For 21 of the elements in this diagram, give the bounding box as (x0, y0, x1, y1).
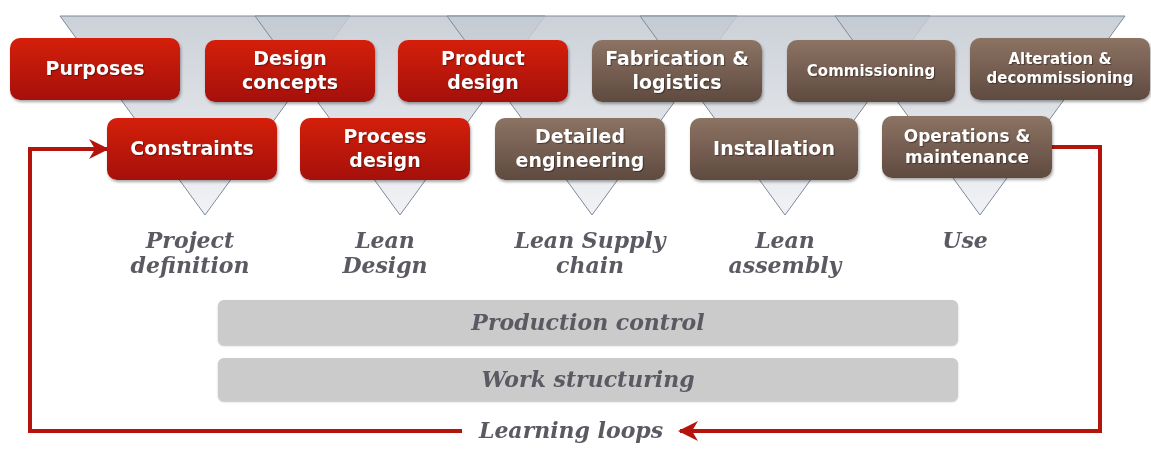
stage-box: Purposes (10, 38, 180, 100)
phase-label: Project definition (129, 228, 251, 279)
loop-label: Learning loops (462, 412, 680, 450)
stage-box: Operations & maintenance (882, 116, 1052, 178)
stage-box: Installation (690, 118, 858, 180)
foundation-band: Work structuring (218, 358, 958, 401)
loop-arrow (28, 139, 462, 433)
phase-label: Lean assembly (727, 228, 844, 279)
stage-box: Detailed engineering (495, 118, 665, 180)
stage-box: Constraints (107, 118, 277, 180)
phase-label: Lean Design (341, 228, 429, 279)
foundation-band: Production control (218, 300, 958, 345)
stage-box: Process design (300, 118, 470, 180)
phase-label: Lean Supply chain (513, 228, 668, 279)
phase-label: Use (941, 228, 989, 254)
stage-box: Fabrication & logistics (592, 40, 762, 102)
stage-box: Design concepts (205, 40, 375, 102)
stage-box: Alteration & decommissioning (970, 38, 1150, 100)
stage-box: Commissioning (787, 40, 955, 102)
loop-arrow (678, 145, 1102, 441)
stage-box: Product design (398, 40, 568, 102)
